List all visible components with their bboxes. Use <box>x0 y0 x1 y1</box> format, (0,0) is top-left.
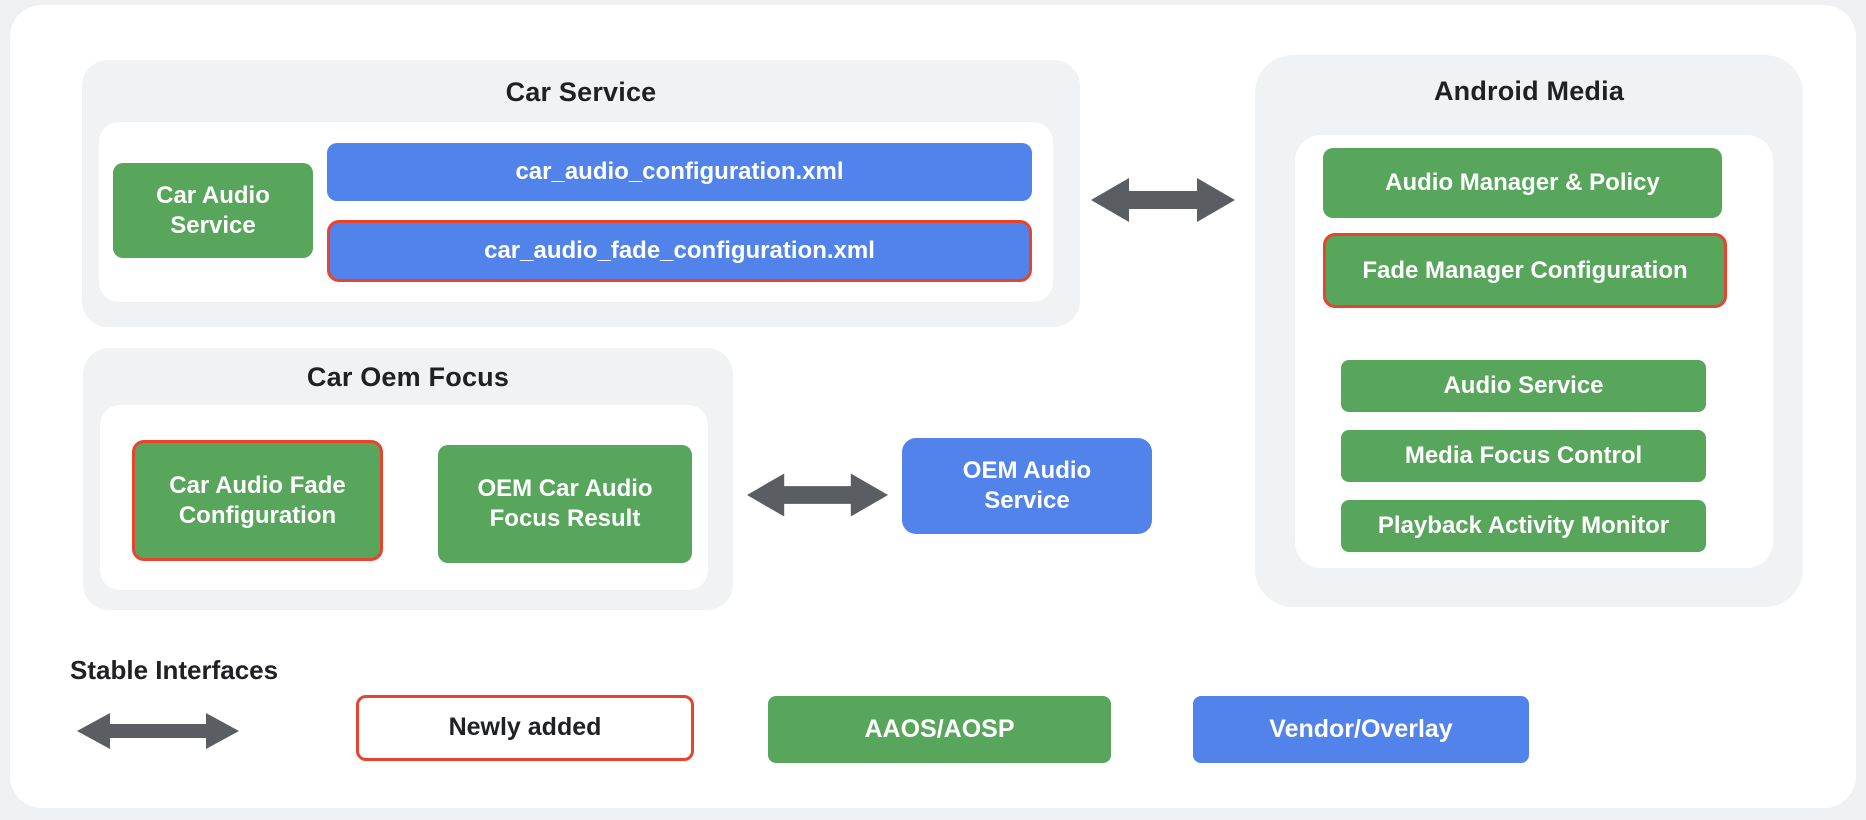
node-fade-manager-configuration: Fade Manager Configuration <box>1323 233 1727 308</box>
group-title-car-service: Car Service <box>505 77 657 107</box>
double-arrow-icon <box>1091 178 1235 222</box>
android-media-inner-panel: Audio Manager & Policy Fade Manager Conf… <box>1295 135 1773 568</box>
node-audio-manager-policy: Audio Manager & Policy <box>1323 148 1722 218</box>
group-android-media: Android Media Audio Manager & Policy Fad… <box>1255 55 1803 607</box>
node-playback-activity-monitor: Playback Activity Monitor <box>1341 500 1706 552</box>
node-media-focus-control: Media Focus Control <box>1341 430 1706 482</box>
double-arrow-icon <box>746 473 889 517</box>
diagram-panel: Car Service Car Audio Service car_audio_… <box>10 5 1856 808</box>
legend-aaos-aosp: AAOS/AOSP <box>768 696 1111 763</box>
group-title-android-media: Android Media <box>1433 76 1625 106</box>
node-car-audio-configuration-xml: car_audio_configuration.xml <box>327 143 1032 201</box>
car-oem-focus-inner-panel: Car Audio Fade Configuration OEM Car Aud… <box>100 405 708 590</box>
group-title-car-oem-focus: Car Oem Focus <box>306 362 510 392</box>
node-car-audio-fade-configuration: Car Audio Fade Configuration <box>132 440 383 561</box>
node-audio-service: Audio Service <box>1341 360 1706 412</box>
node-car-audio-service: Car Audio Service <box>113 163 313 258</box>
stable-interfaces-arrow-icon <box>77 713 239 749</box>
legend-stable-interfaces-label: Stable Interfaces <box>70 655 279 685</box>
node-car-audio-fade-configuration-xml: car_audio_fade_configuration.xml <box>327 220 1032 282</box>
legend-vendor-overlay: Vendor/Overlay <box>1193 696 1529 763</box>
group-car-oem-focus: Car Oem Focus Car Audio Fade Configurati… <box>83 348 733 610</box>
car-service-inner-panel: Car Audio Service car_audio_configuratio… <box>99 122 1053 302</box>
legend-newly-added: Newly added <box>356 695 694 761</box>
group-car-service: Car Service Car Audio Service car_audio_… <box>82 60 1080 327</box>
node-oem-audio-service: OEM Audio Service <box>902 438 1152 534</box>
node-oem-car-audio-focus-result: OEM Car Audio Focus Result <box>438 445 692 563</box>
